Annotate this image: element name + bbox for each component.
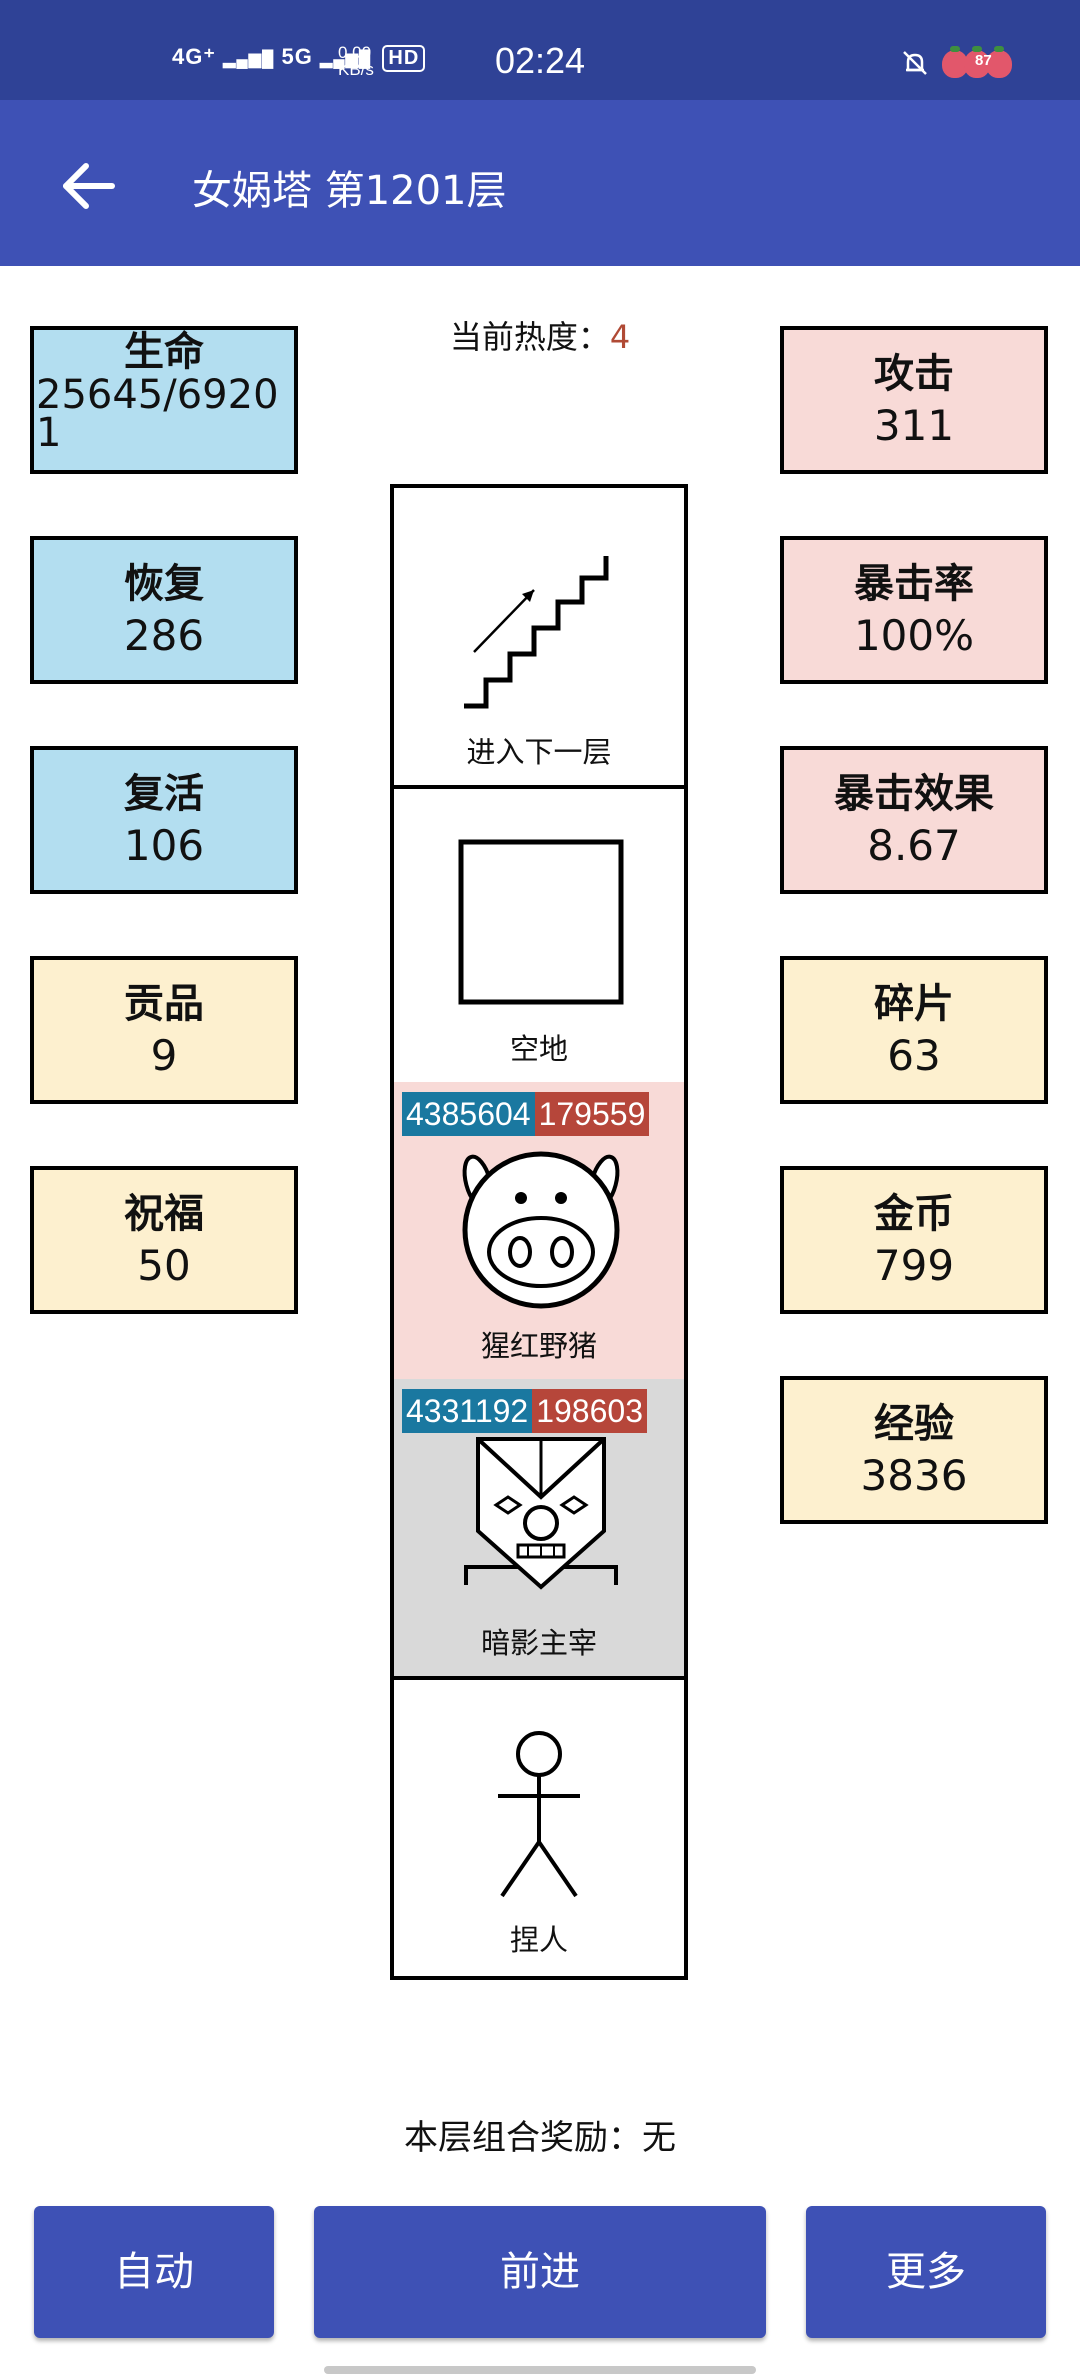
stairs-icon [464,556,609,709]
stat-label: 贡品 [124,981,204,1027]
speed-value: 0.00 [338,43,372,62]
enemy-attack: 198603 [532,1389,647,1433]
hd-badge: HD [382,45,426,72]
stat-label: 祝福 [124,1191,204,1237]
battery-strawberry-icon [942,46,1012,78]
stat-fragments: 碎片 63 [780,956,1048,1104]
page-title: 女娲塔 第1201层 [192,168,507,214]
stat-life: 生命 25645/69201 [30,326,298,474]
cell-name: 暗影主宰 [480,1626,597,1660]
stat-value: 50 [137,1241,191,1290]
stat-attack: 攻击 311 [780,326,1048,474]
empty-square-icon [458,839,624,1005]
tower-cell-stairs[interactable]: 进入下一层 [394,488,684,789]
combo-value: 无 [642,2118,676,2158]
back-arrow-icon[interactable] [58,156,118,216]
speed-unit: KB/s [338,60,374,79]
tower-cell-player[interactable]: 捏人 [394,1676,684,1973]
cell-name: 进入下一层 [466,735,612,769]
stat-label: 生命 [124,329,204,375]
stat-experience: 经验 3836 [780,1376,1048,1524]
combo-reward: 本层组合奖励：无 [0,2110,1080,2159]
stat-value: 25645/69201 [36,372,279,456]
network-5g: 5G [281,44,313,69]
forward-button[interactable]: 前进 [314,2206,766,2338]
stat-value: 100% [853,611,975,660]
heat-indicator: 当前热度：4 [0,312,1080,358]
status-time: 02:24 [494,40,586,81]
cell-name: 捏人 [509,1923,568,1957]
stat-label: 经验 [874,1401,954,1447]
shadow-mask-icon [464,1437,618,1590]
stat-label: 攻击 [874,351,954,397]
stat-value: 3836 [860,1451,968,1500]
stat-tribute: 贡品 9 [30,956,298,1104]
cell-name: 猩红野猪 [480,1329,597,1363]
stat-value: 106 [123,821,205,870]
network-indicator: 4G⁺ ▂▄▆█ 5G ▂▄▆█ HD [172,44,429,72]
heat-value: 4 [609,318,631,356]
battery-level: 87 [975,52,992,69]
stat-label: 碎片 [874,981,954,1027]
stat-label: 复活 [124,771,204,817]
enemy-hp: 4385604 [402,1092,535,1136]
combo-label: 本层组合奖励： [404,2118,642,2158]
stat-value: 311 [873,401,955,450]
boar-icon [462,1151,620,1309]
stat-crit-rate: 暴击率 100% [780,536,1048,684]
app-bar: 女娲塔 第1201层 [0,100,1080,266]
bell-off-icon [900,48,930,85]
stat-label: 暴击效果 [834,771,994,817]
stat-value: 63 [887,1031,941,1080]
stat-value: 9 [150,1031,178,1080]
network-4g: 4G⁺ [172,44,216,69]
stat-crit-effect: 暴击效果 8.67 [780,746,1048,894]
more-button[interactable]: 更多 [806,2206,1046,2338]
stick-figure-icon [498,1731,580,1898]
gesture-nav-handle[interactable] [324,2366,756,2374]
auto-button[interactable]: 自动 [34,2206,274,2338]
cell-name: 空地 [509,1032,568,1066]
tower-cell-empty[interactable]: 空地 [394,785,684,1086]
enemy-hp: 4331192 [402,1389,533,1433]
stat-revive: 复活 106 [30,746,298,894]
heat-label: 当前热度： [449,318,610,356]
stat-recovery: 恢复 286 [30,536,298,684]
enemy-attack: 179559 [534,1092,650,1136]
stat-label: 暴击率 [854,561,974,607]
stat-value: 286 [123,611,205,660]
stat-blessing: 祝福 50 [30,1166,298,1314]
stat-value: 799 [873,1241,955,1290]
stat-label: 恢复 [124,561,204,607]
stat-label: 金币 [874,1191,954,1237]
network-speed: 0.00 KB/s [338,44,374,78]
stat-value: 8.67 [867,821,961,870]
stat-gold: 金币 799 [780,1166,1048,1314]
status-bar: 4G⁺ ▂▄▆█ 5G ▂▄▆█ HD 0.00 KB/s 02:24 87 [0,0,1080,100]
